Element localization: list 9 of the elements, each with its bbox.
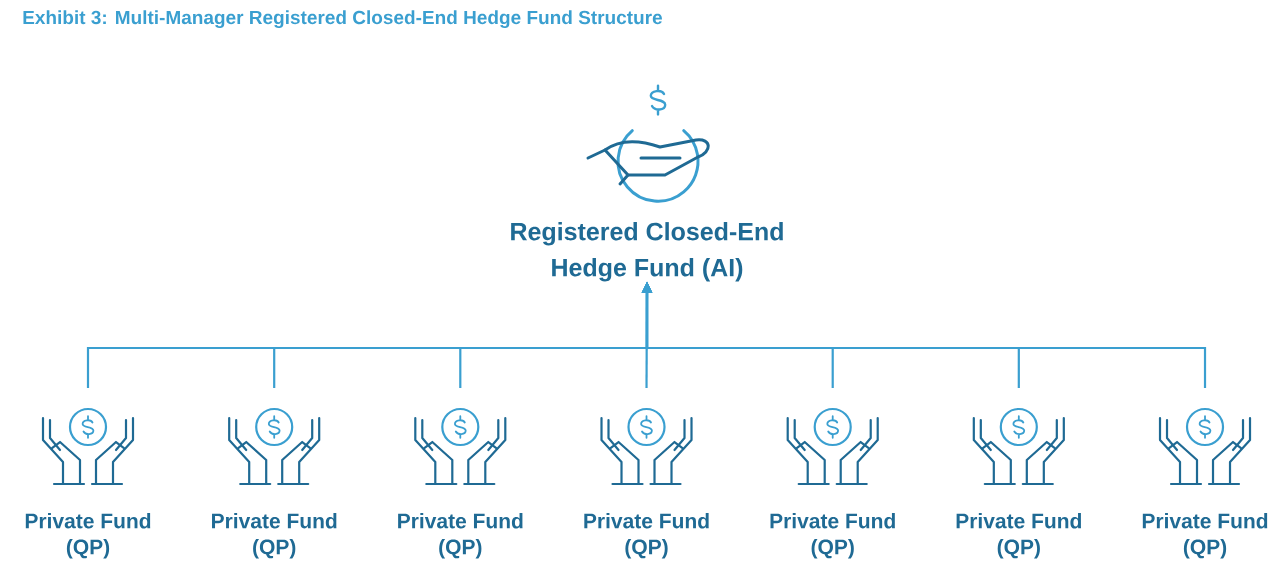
- node-label: Private Fund (QP): [212, 513, 337, 559]
- title: Exhibit 3: Multi-Manager Registered Closed-End Hedge Fund Structure: [23, 10, 662, 29]
- node-label: Private Fund (QP): [584, 513, 709, 559]
- node-label: Private Fund (QP): [770, 513, 895, 559]
- node-label: Registered Closed-End Hedge Fund (AI): [511, 222, 783, 282]
- node-label: Private Fund (QP): [956, 513, 1081, 559]
- node-label: Private Fund (QP): [25, 513, 151, 559]
- node-label: Private Fund (QP): [398, 513, 523, 559]
- node-label: Private Fund (QP): [1142, 513, 1268, 559]
